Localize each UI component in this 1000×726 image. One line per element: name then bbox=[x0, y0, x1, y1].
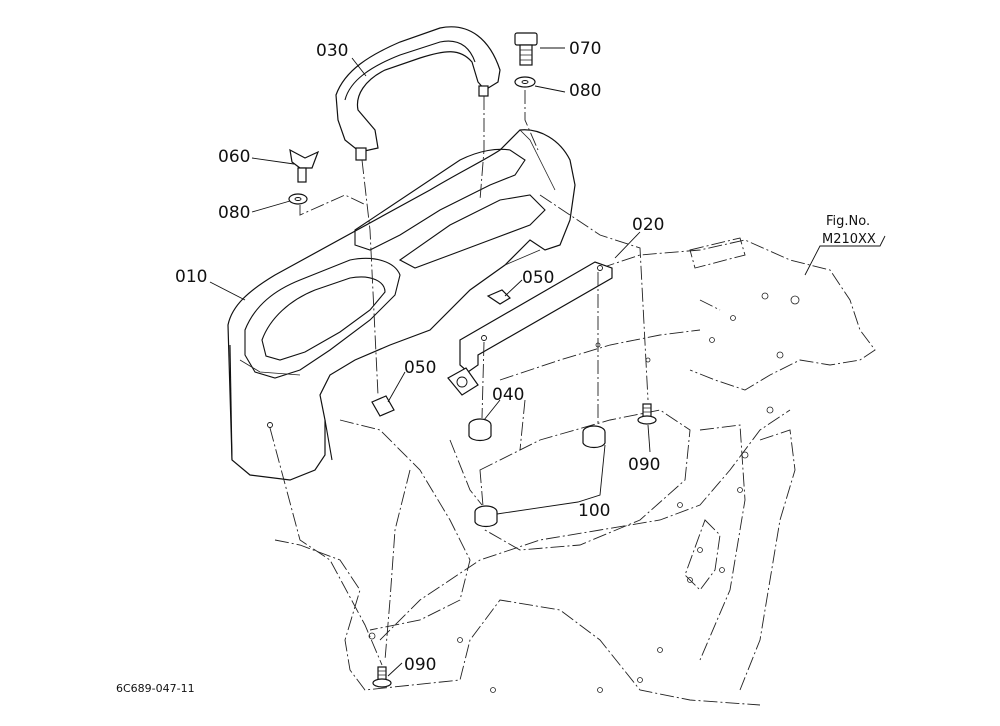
clip-050-upper bbox=[486, 289, 511, 305]
figure-reference: Fig.No. M210XX 6C689-047-11 bbox=[116, 214, 876, 695]
handle-030 bbox=[335, 26, 501, 161]
callout-040: 040 bbox=[492, 385, 524, 405]
callout-020: 020 bbox=[632, 215, 664, 235]
callout-labels: 030 070 080 060 080 010 020 050 050 040 … bbox=[175, 39, 664, 675]
callout-070: 070 bbox=[569, 39, 601, 59]
callout-010: 010 bbox=[175, 267, 207, 287]
nut-100-right bbox=[582, 425, 606, 449]
screw-090-right bbox=[637, 403, 657, 425]
clip-050-lower bbox=[371, 395, 395, 417]
drawing-code: 6C689-047-11 bbox=[116, 682, 195, 695]
frame-phantom bbox=[274, 237, 876, 706]
callout-050-lower: 050 bbox=[404, 358, 436, 378]
callout-080-upper: 080 bbox=[569, 81, 601, 101]
bolt-070 bbox=[514, 32, 538, 66]
wing-bolt-060 bbox=[289, 148, 320, 183]
bracket-020 bbox=[447, 261, 613, 396]
callout-100: 100 bbox=[578, 501, 610, 521]
leader-lines bbox=[209, 47, 886, 677]
nut-100-left bbox=[474, 505, 498, 528]
console-body-010 bbox=[227, 129, 576, 481]
fig-no-value: M210XX bbox=[822, 232, 876, 247]
assembly-lines bbox=[269, 90, 651, 666]
callout-080-lower: 080 bbox=[218, 203, 250, 223]
callout-090-bottom: 090 bbox=[404, 655, 436, 675]
fig-no-label: Fig.No. bbox=[826, 214, 870, 229]
screw-090-bottom bbox=[372, 666, 392, 688]
callout-050-upper: 050 bbox=[522, 268, 554, 288]
callout-030: 030 bbox=[316, 41, 348, 61]
nut-040 bbox=[468, 418, 492, 442]
callout-090-right: 090 bbox=[628, 455, 660, 475]
callout-060: 060 bbox=[218, 147, 250, 167]
